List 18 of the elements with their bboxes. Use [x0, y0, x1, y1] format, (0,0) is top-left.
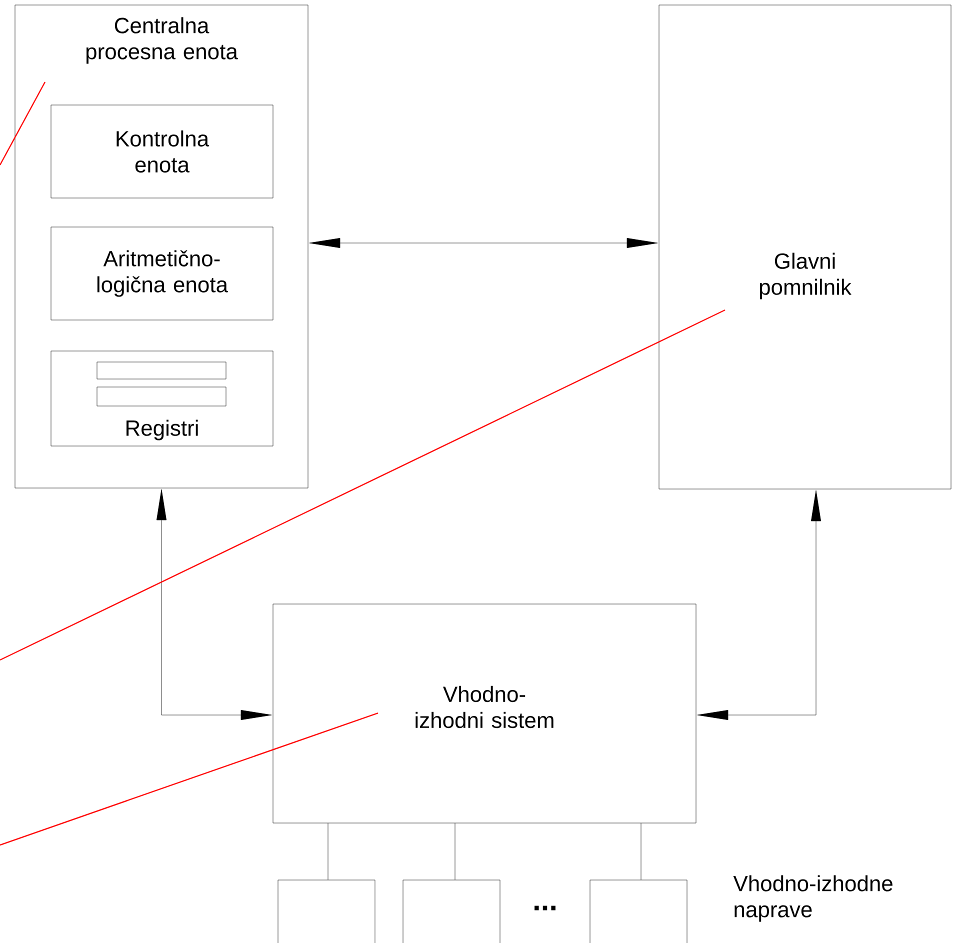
register-box: Registri — [50, 350, 274, 446]
device-box — [402, 880, 500, 943]
memory-box: Glavni pomnilnik — [658, 4, 952, 490]
arrow — [697, 490, 822, 720]
arrow — [156, 489, 272, 720]
device-box — [590, 880, 688, 943]
connector-line — [454, 823, 456, 880]
ellipsis: ... — [534, 906, 556, 910]
leader-line — [0, 712, 378, 846]
arrow — [309, 238, 658, 248]
leader-line — [0, 82, 46, 166]
device-label: Vhodno-izhodne naprave — [733, 875, 892, 922]
connector-line — [640, 823, 642, 880]
io-system-box: Vhodno-izhodni sistem — [272, 604, 696, 824]
leader-line — [0, 309, 726, 661]
unit-box: Kontrolna enota — [50, 104, 274, 198]
device-box — [278, 880, 376, 943]
unit-box: Aritmetično-logična enota — [50, 226, 274, 320]
